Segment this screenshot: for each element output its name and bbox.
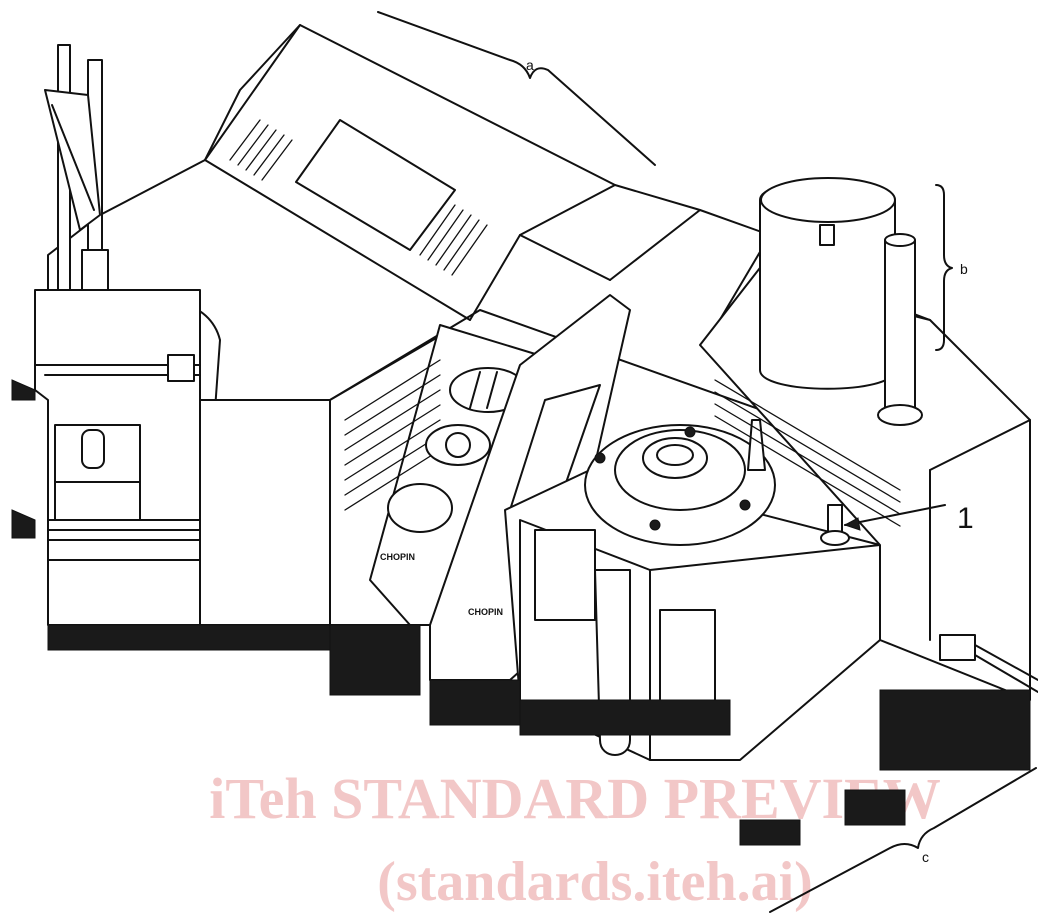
top-console: [47, 24, 931, 471]
display-window: [295, 119, 456, 251]
panel-button-bottom: [387, 483, 453, 533]
watermark-line2: (standards.iteh.ai): [377, 851, 813, 913]
callout-a: a: [377, 11, 656, 166]
vent-left: [229, 119, 293, 181]
vent-right-module: [714, 379, 901, 527]
callout-b: b: [935, 184, 968, 351]
right-module: [699, 177, 1038, 701]
tank-tube: [884, 239, 916, 411]
watermark-line1: iTeh STANDARD PREVIEW: [209, 766, 941, 831]
callout-c: c: [769, 767, 1037, 913]
label-1: 1: [957, 502, 974, 535]
left-module: [11, 289, 331, 626]
label-b: b: [960, 261, 968, 277]
label-c: c: [922, 849, 929, 865]
watermark: iTeh STANDARD PREVIEW (standards.iteh.ai…: [209, 766, 941, 913]
label-a: a: [526, 57, 534, 73]
vent-right: [419, 204, 488, 276]
callout-1: 1: [843, 502, 974, 535]
brand-label-2: CHOPIN: [468, 607, 503, 617]
brand-label-1: CHOPIN: [380, 552, 415, 562]
vent-panel-1: [344, 359, 441, 511]
base-strip: [47, 624, 1031, 846]
